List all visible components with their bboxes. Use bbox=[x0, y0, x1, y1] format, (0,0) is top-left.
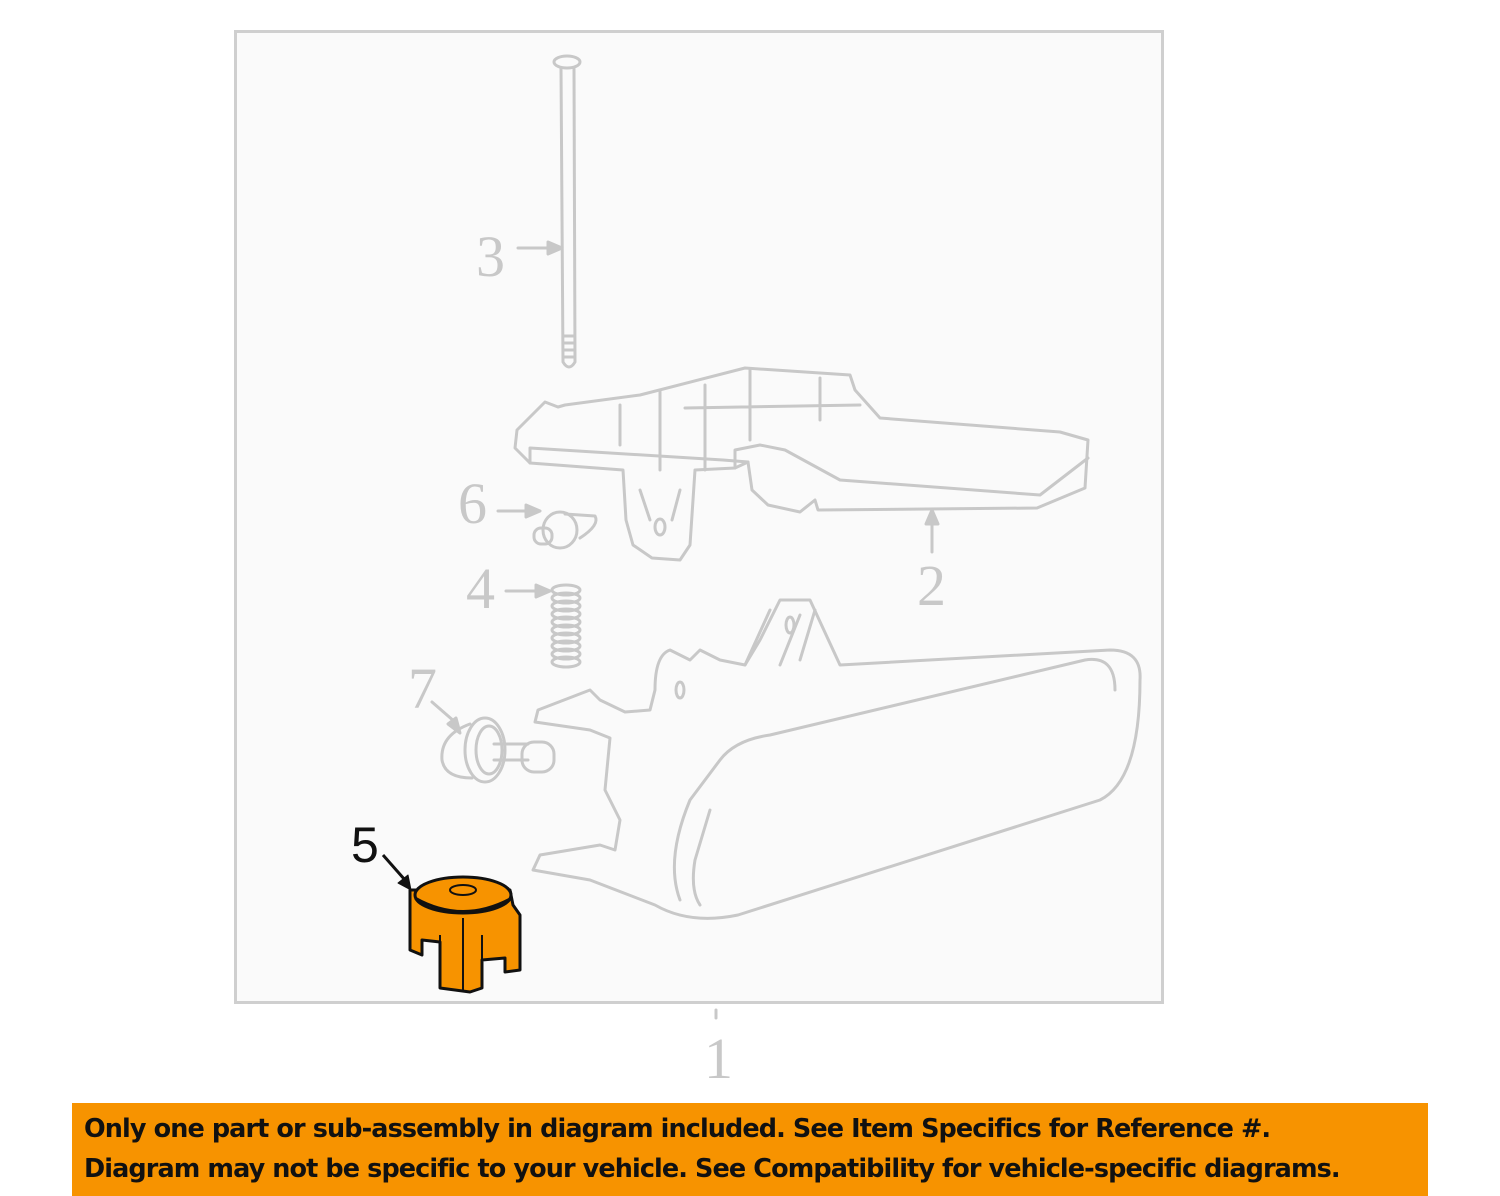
part-1-fog-lamp bbox=[531, 598, 1142, 1020]
part-6-retainer bbox=[496, 503, 598, 550]
callout-2: 2 bbox=[917, 553, 946, 618]
part-5-adjuster-nut bbox=[381, 854, 522, 994]
notice-line-2: Diagram may not be specific to your vehi… bbox=[84, 1154, 1341, 1184]
callout-1: 1 bbox=[704, 1026, 733, 1091]
part-3-screw bbox=[516, 54, 582, 369]
callout-5: 5 bbox=[351, 817, 379, 873]
notice-line-1: Only one part or sub-assembly in diagram… bbox=[84, 1114, 1271, 1144]
notice-banner: Only one part or sub-assembly in diagram… bbox=[72, 1103, 1428, 1196]
part-7-stud bbox=[430, 700, 556, 784]
callout-7: 7 bbox=[408, 656, 437, 721]
callout-6: 6 bbox=[458, 471, 487, 536]
part-2-bracket bbox=[513, 366, 1090, 562]
callout-4: 4 bbox=[466, 556, 495, 621]
callout-3: 3 bbox=[476, 224, 505, 289]
part-4-spring bbox=[504, 583, 582, 669]
